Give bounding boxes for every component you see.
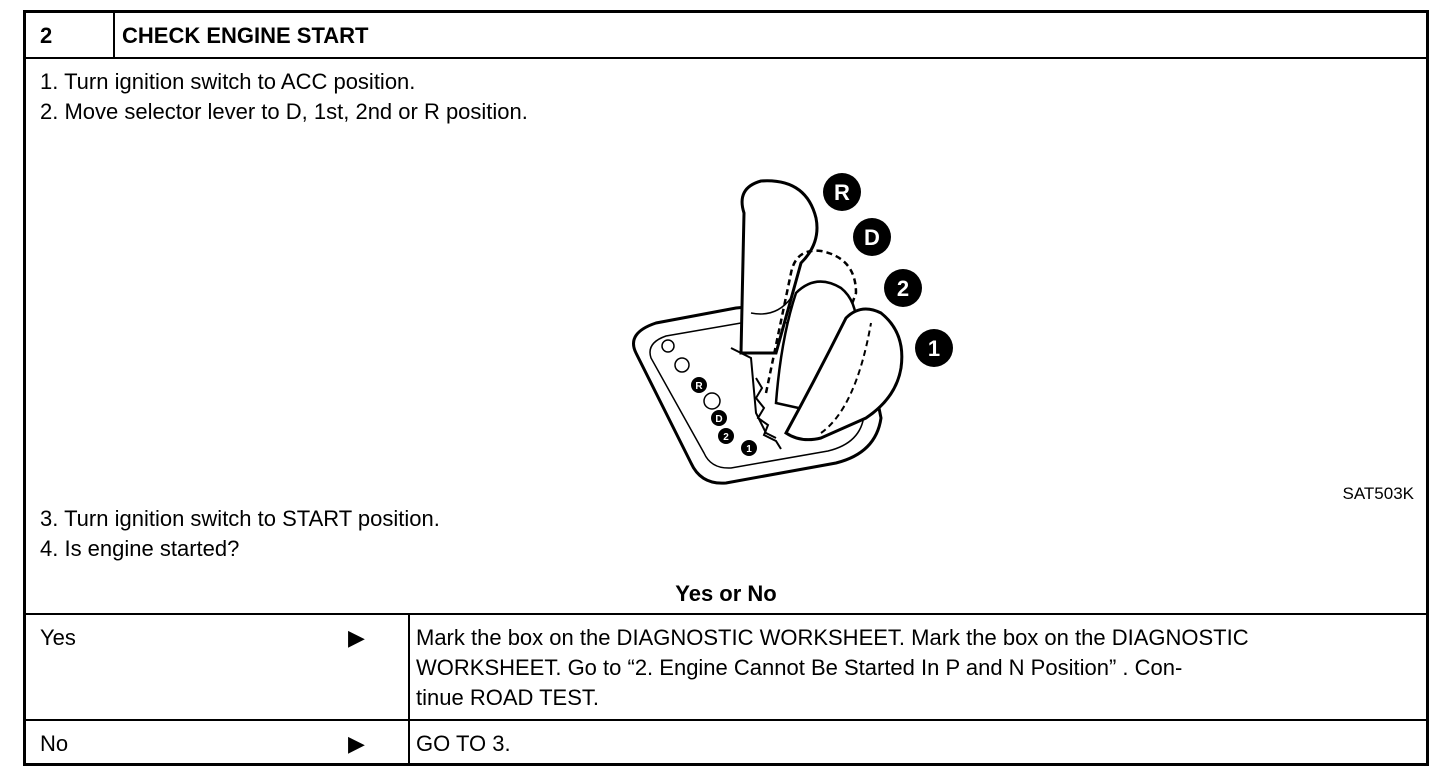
svg-text:1: 1: [746, 444, 752, 455]
callout-d: D: [853, 218, 891, 256]
row-divider: [26, 719, 1426, 721]
plate-position-r: R: [691, 377, 707, 393]
instruction-step-1: 1. Turn ignition switch to ACC position.: [40, 69, 416, 94]
plate-position-1: 1: [741, 440, 757, 456]
callout-1: 1: [915, 329, 953, 367]
answer-no-action-line-1: GO TO 3.: [416, 731, 511, 756]
shift-gate: [730, 347, 777, 439]
lever-r-position: [739, 179, 819, 355]
figure-code: SAT503K: [1342, 484, 1414, 503]
answer-yes-action-line-2: WORKSHEET. Go to “2. Engine Cannot Be St…: [416, 655, 1183, 680]
diagnostic-step-table: 2 CHECK ENGINE START 1. Turn ignition sw…: [23, 10, 1429, 766]
instruction-step-4: 4. Is engine started?: [40, 536, 240, 561]
answer-yes-label: Yes: [40, 625, 76, 650]
answer-no-label: No: [40, 731, 69, 756]
answer-column-divider: [408, 613, 410, 763]
selector-lever-illustration: R D 2 1 R: [632, 173, 953, 485]
callout-r: R: [823, 173, 861, 211]
lever-1-position: [784, 307, 904, 442]
plate-position-d: D: [711, 410, 727, 426]
answer-yes-action-line-1: Mark the box on the DIAGNOSTIC WORKSHEET…: [416, 625, 1249, 650]
plate-position-n: [674, 357, 690, 373]
svg-text:1: 1: [928, 336, 940, 361]
decision-prompt: Yes or No: [675, 581, 777, 606]
svg-text:R: R: [695, 381, 703, 392]
decision-top-border: [26, 613, 1426, 615]
svg-text:2: 2: [897, 276, 909, 301]
instruction-step-2: 2. Move selector lever to D, 1st, 2nd or…: [40, 99, 528, 124]
svg-text:2: 2: [723, 432, 729, 443]
right-triangle-icon: ▶: [348, 625, 365, 650]
callout-2: 2: [884, 269, 922, 307]
svg-text:R: R: [834, 180, 850, 205]
svg-text:D: D: [864, 225, 880, 250]
plate-position-neutral: [703, 392, 721, 410]
plate-position-2: 2: [718, 428, 734, 444]
plate-position-p: [661, 339, 675, 353]
step-number: 2: [40, 23, 53, 48]
header-bottom-border: [26, 57, 1426, 59]
svg-text:D: D: [715, 414, 722, 425]
lever-d-position: [764, 249, 858, 404]
answer-yes-action-line-3: tinue ROAD TEST.: [416, 685, 599, 710]
right-triangle-icon: ▶: [348, 731, 365, 756]
step-title: CHECK ENGINE START: [122, 23, 369, 48]
instruction-step-3: 3. Turn ignition switch to START positio…: [40, 506, 440, 531]
header-divider: [113, 13, 115, 57]
